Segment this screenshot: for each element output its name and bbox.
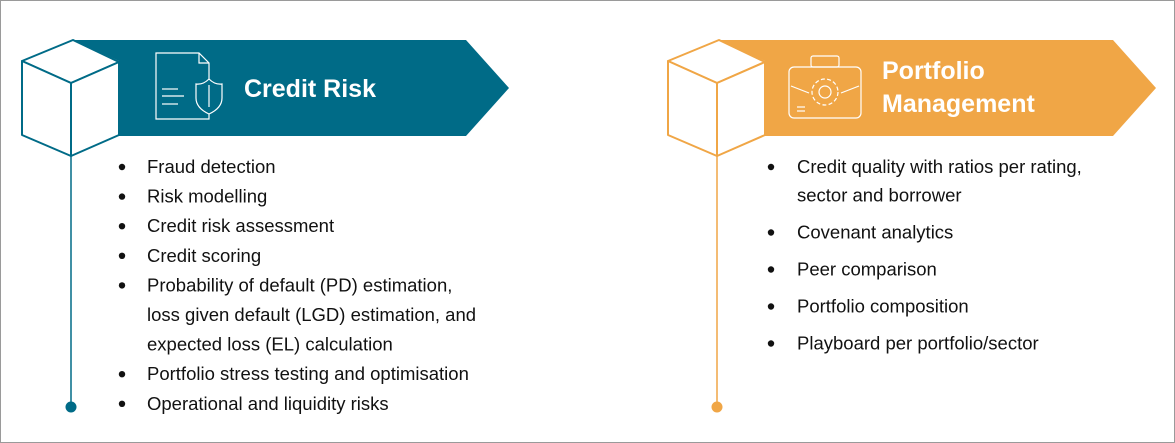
- list-item: Probability of default (PD) estimation, l…: [118, 274, 476, 355]
- list-item-text: Portfolio stress testing and optimisatio…: [147, 363, 469, 384]
- cube-icon: [667, 39, 766, 157]
- bullet-icon: [118, 193, 126, 200]
- list-item: Peer comparison: [767, 259, 937, 280]
- list-item: Fraud detection: [118, 156, 276, 177]
- credit-risk-title: Credit Risk: [244, 75, 376, 103]
- portfolio-title-line1: Portfolio: [882, 57, 985, 85]
- bullet-icon: [767, 340, 775, 347]
- bullet-icon: [118, 400, 126, 407]
- list-item-text: Playboard per portfolio/sector: [797, 333, 1039, 354]
- list-item: Credit quality with ratios per rating, se…: [767, 156, 1082, 206]
- list-item: Credit scoring: [118, 245, 261, 266]
- bullet-icon: [767, 266, 775, 273]
- list-item: Playboard per portfolio/sector: [767, 333, 1039, 354]
- list-item: Portfolio composition: [767, 296, 969, 317]
- list-item-text: Credit scoring: [147, 245, 261, 266]
- list-item: Portfolio stress testing and optimisatio…: [118, 363, 469, 384]
- list-item-text: expected loss (EL) calculation: [147, 334, 393, 355]
- list-item: Operational and liquidity risks: [118, 393, 389, 414]
- list-item-text: Credit quality with ratios per rating,: [797, 156, 1082, 177]
- portfolio-list: Credit quality with ratios per rating, se…: [767, 156, 1082, 354]
- portfolio-banner: [719, 40, 1156, 136]
- cube-icon: [21, 39, 120, 157]
- portfolio-section: Portfolio Management Credit quality with…: [667, 39, 1156, 413]
- bullet-icon: [118, 252, 126, 259]
- bullet-icon: [118, 282, 126, 289]
- list-item-text: sector and borrower: [797, 185, 962, 206]
- bullet-icon: [118, 371, 126, 378]
- document-shield-icon: [155, 52, 223, 120]
- list-item: Credit risk assessment: [118, 215, 334, 236]
- list-item: Risk modelling: [118, 186, 267, 207]
- list-item-text: loss given default (LGD) estimation, and: [147, 304, 476, 325]
- list-item-text: Fraud detection: [147, 156, 276, 177]
- bullet-icon: [767, 303, 775, 310]
- list-item-text: Risk modelling: [147, 186, 267, 207]
- list-item-text: Operational and liquidity risks: [147, 393, 389, 414]
- list-item-text: Peer comparison: [797, 259, 937, 280]
- list-item-text: Portfolio composition: [797, 296, 969, 317]
- list-item-text: Covenant analytics: [797, 222, 953, 243]
- portfolio-timeline-dot: [711, 401, 723, 413]
- credit-risk-timeline-dot: [65, 401, 77, 413]
- bullet-icon: [118, 163, 126, 171]
- bullet-icon: [767, 163, 775, 171]
- briefcase-gear-icon: [788, 55, 862, 119]
- bullet-icon: [118, 223, 126, 230]
- bullet-icon: [767, 229, 775, 236]
- list-item: Covenant analytics: [767, 222, 953, 243]
- portfolio-title-line2: Management: [882, 90, 1035, 118]
- list-item-text: Credit risk assessment: [147, 215, 334, 236]
- credit-risk-banner: [73, 40, 509, 136]
- list-item-text: Probability of default (PD) estimation,: [147, 274, 452, 295]
